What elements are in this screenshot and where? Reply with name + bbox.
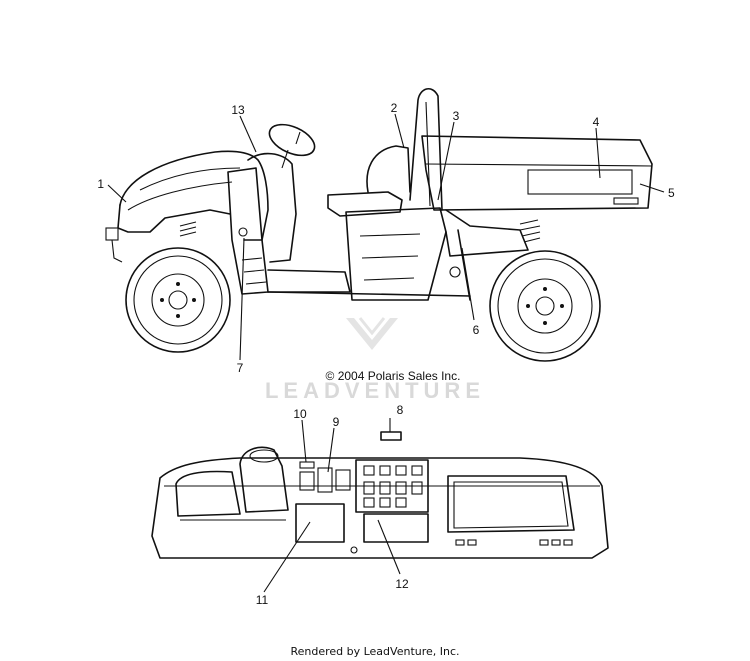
callout-1: 1 [97, 177, 104, 191]
decal-8-outline [380, 431, 402, 441]
callout-7: 7 [237, 361, 244, 375]
callout-9: 9 [333, 415, 340, 429]
callout-13: 13 [231, 103, 245, 117]
decal-4-outline [527, 169, 633, 195]
callout-2: 2 [391, 101, 398, 115]
decal-11-outline [295, 503, 345, 543]
footer-text: Rendered by LeadVenture, Inc. [290, 645, 459, 658]
watermark-text: LEADVENTURE [265, 378, 485, 403]
callout-3: 3 [453, 109, 460, 123]
callout-6: 6 [473, 323, 480, 337]
vehicle-side-view [105, 88, 653, 362]
callout-5: 5 [668, 186, 675, 200]
callout-4: 4 [593, 115, 600, 129]
dashboard-view [151, 431, 609, 559]
callout-12: 12 [395, 577, 409, 591]
watermark-logo [346, 317, 398, 350]
callout-8: 8 [397, 403, 404, 417]
copyright-text: © 2004 Polaris Sales Inc. [326, 369, 461, 383]
leader-lines [107, 113, 665, 593]
callout-11: 11 [256, 593, 269, 607]
callout-10: 10 [293, 407, 307, 421]
front-wheel [125, 247, 231, 353]
rear-wheel [489, 250, 601, 362]
callout-labels: 1 2 3 4 5 6 7 8 9 10 11 12 13 [97, 101, 675, 607]
